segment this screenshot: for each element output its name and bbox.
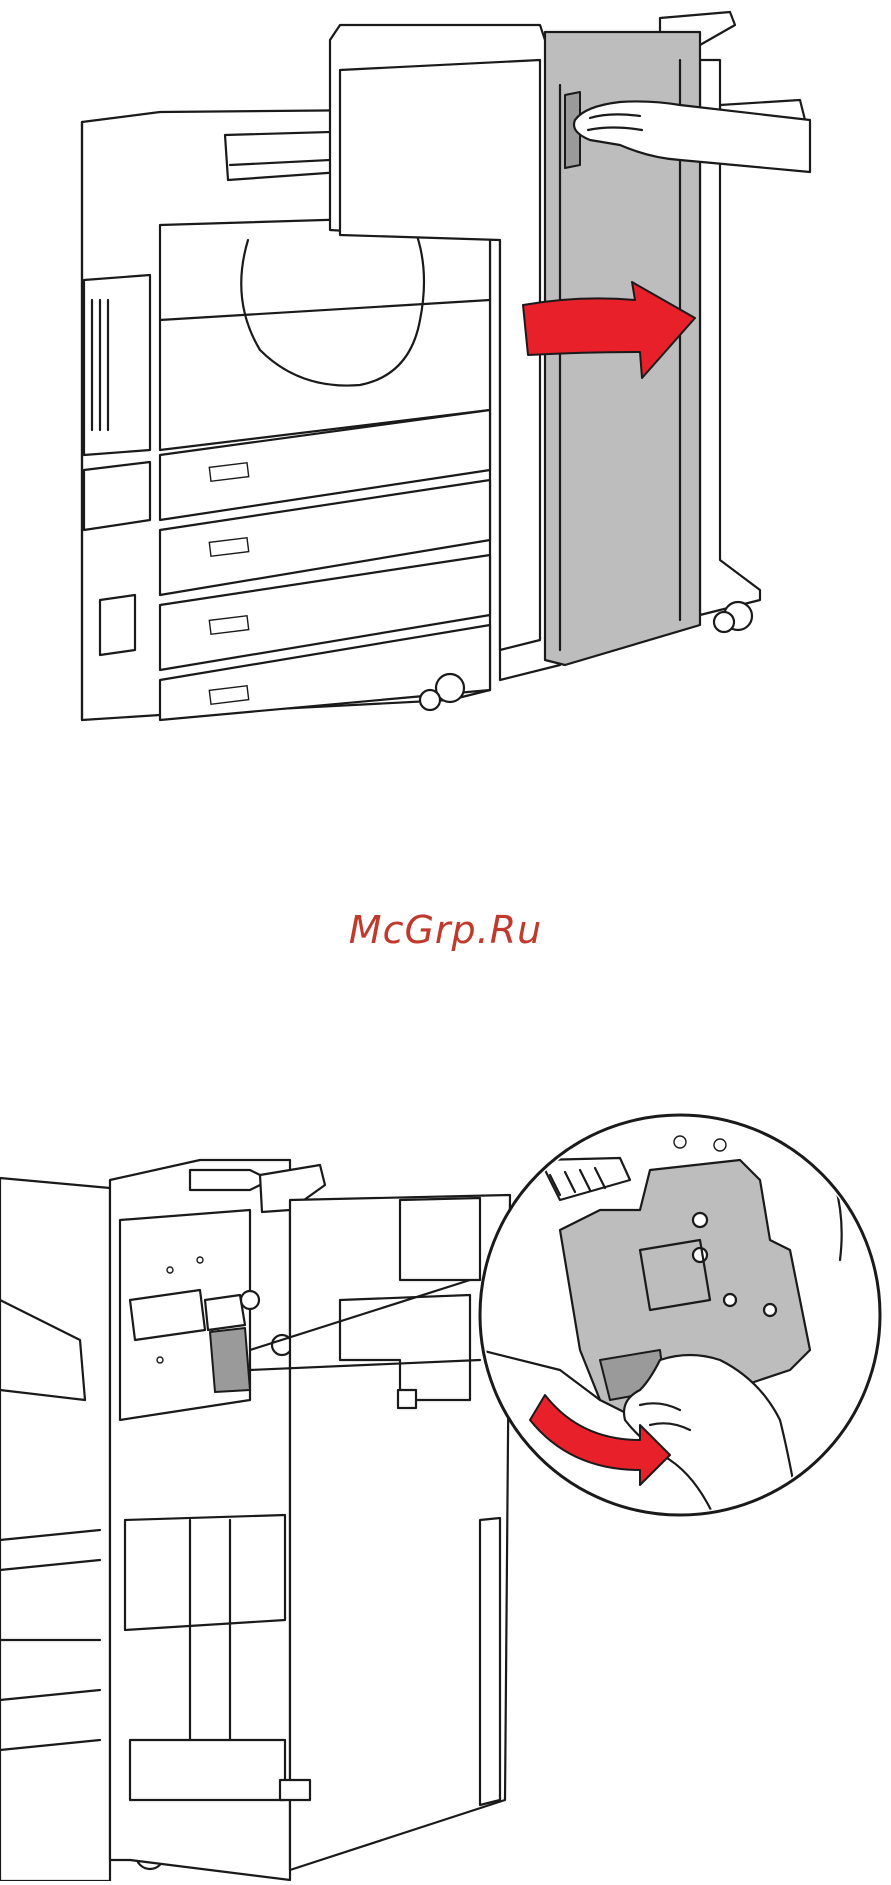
illustration-remove-staple-cartridge bbox=[0, 1100, 891, 1881]
finisher-open-with-zoom-drawing bbox=[0, 1100, 891, 1881]
printer-with-finisher-drawing bbox=[0, 0, 891, 730]
paper-trays bbox=[160, 410, 490, 720]
watermark-text: McGrp.Ru bbox=[0, 908, 891, 952]
zoom-detail-circle bbox=[480, 1115, 880, 1530]
finisher-open-door bbox=[280, 1195, 510, 1870]
illustration-open-finisher-door bbox=[0, 0, 891, 730]
